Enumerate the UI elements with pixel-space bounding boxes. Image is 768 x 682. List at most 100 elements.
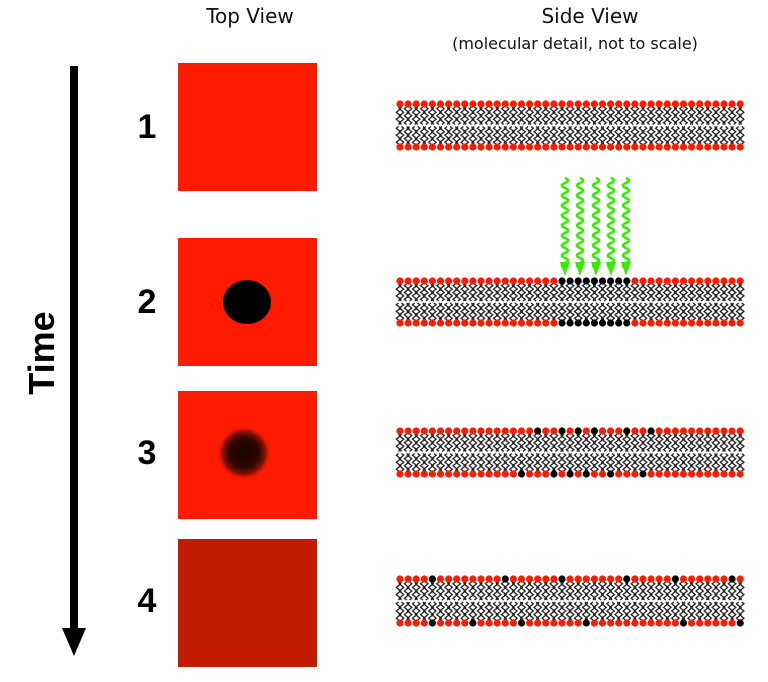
lipid-headgroup (453, 143, 461, 151)
lipid-headgroup (712, 575, 720, 583)
lipid-headgroup (526, 619, 534, 627)
lipid-headgroup (671, 319, 680, 327)
lipid-headgroup (728, 143, 736, 151)
lipid-tail (625, 581, 632, 601)
lipid-tail (500, 106, 508, 126)
lipid-tail (649, 601, 656, 621)
lipid-headgroup (696, 427, 704, 435)
lipid-tail (689, 106, 697, 126)
lipid-tail (662, 283, 670, 302)
lipid-tail (524, 106, 532, 126)
lipid-headgroup (485, 575, 493, 583)
lipid-headgroup (655, 277, 663, 285)
lipid-headgroup (712, 427, 720, 435)
lipid-tail (495, 452, 502, 472)
lipid-tail (535, 302, 543, 321)
lipid-tail (665, 581, 673, 601)
lipid-headgroup (623, 575, 631, 583)
diffusing-spot (217, 426, 271, 480)
lipid-tail (657, 601, 664, 621)
light-arrowhead (591, 262, 601, 276)
lipid-tail (535, 601, 543, 621)
lipid-tail (605, 452, 613, 472)
lipid-tail (479, 125, 486, 145)
lipid-headgroup (582, 427, 590, 435)
lipid-headgroup (453, 100, 461, 108)
lipid-tail (646, 283, 653, 302)
lipid-tail (430, 106, 438, 126)
lipid-tail (581, 452, 589, 472)
lipid-headgroup (623, 100, 631, 108)
lipid-headgroup (720, 470, 728, 478)
lipid-tail (589, 302, 597, 321)
lipid-tail (471, 452, 478, 472)
lipid-tail (419, 452, 427, 472)
lipid-tail (706, 283, 713, 302)
lipid-tail (476, 106, 483, 126)
lipid-headgroup (461, 470, 469, 478)
lipid-headgroup (696, 100, 704, 108)
lipid-headgroup (550, 100, 558, 108)
lipid-tail (605, 433, 613, 453)
lipid-tail (516, 283, 524, 302)
lipid-headgroup (655, 619, 663, 627)
lipid-tail (665, 601, 673, 621)
lipid-tail (649, 452, 656, 472)
lipid-headgroup (517, 619, 526, 627)
lipid-tail (616, 125, 624, 145)
lipid-tail (589, 433, 597, 453)
lipid-tail (430, 581, 438, 601)
lipid-headgroup (631, 143, 639, 151)
lipid-tail (503, 601, 511, 621)
lipid-tail (487, 581, 494, 601)
lipid-tail (600, 125, 608, 145)
lipid-tail (398, 601, 405, 621)
lipid-tail (719, 452, 726, 472)
lipid-tail (703, 106, 710, 126)
lipid-tail (722, 452, 729, 472)
lipid-tail (492, 283, 499, 302)
lipid-tail (414, 581, 421, 601)
lipid-tail (722, 106, 729, 126)
lipid-headgroup (493, 319, 501, 327)
lipid-tail (419, 125, 427, 145)
lipid-tail (511, 283, 519, 302)
lipid-headgroup (582, 575, 590, 583)
lipid-tail (524, 302, 532, 321)
light-arrowhead (575, 262, 585, 276)
lipid-headgroup (534, 427, 542, 435)
lipid-tail (608, 283, 616, 302)
lipid-tail (552, 106, 559, 126)
lipid-tail (605, 581, 613, 601)
lipid-tail (427, 125, 435, 145)
lipid-headgroup (704, 619, 712, 627)
lipid-tail (630, 452, 637, 472)
lipid-headgroup (428, 277, 436, 285)
lipid-tail (460, 106, 467, 126)
lipid-tail (549, 106, 556, 126)
lipid-tail (471, 106, 478, 126)
lipid-tail (714, 601, 721, 621)
lipid-tail (492, 125, 499, 145)
top-view-square-1 (178, 63, 317, 191)
lipid-tail (552, 433, 559, 453)
lipid-tail (641, 106, 648, 126)
lipid-tail (600, 601, 608, 621)
lipid-headgroup (493, 470, 501, 478)
lipid-tail (633, 283, 640, 302)
lipid-tail (492, 433, 499, 453)
lipid-tail (608, 601, 616, 621)
lipid-tail (398, 302, 405, 321)
lipid-headgroup (436, 619, 445, 627)
lipid-tail (557, 581, 564, 601)
lipid-tail (584, 106, 592, 126)
lipid-tail (597, 433, 605, 453)
lipid-tail (592, 581, 600, 601)
lipid-tail (451, 452, 459, 472)
lipid-tail (649, 581, 656, 601)
lipid-tail (670, 452, 678, 472)
lipid-tail (395, 302, 402, 321)
lipid-tail (694, 601, 702, 621)
lipid-tail (630, 125, 637, 145)
lipid-tail (435, 302, 443, 321)
